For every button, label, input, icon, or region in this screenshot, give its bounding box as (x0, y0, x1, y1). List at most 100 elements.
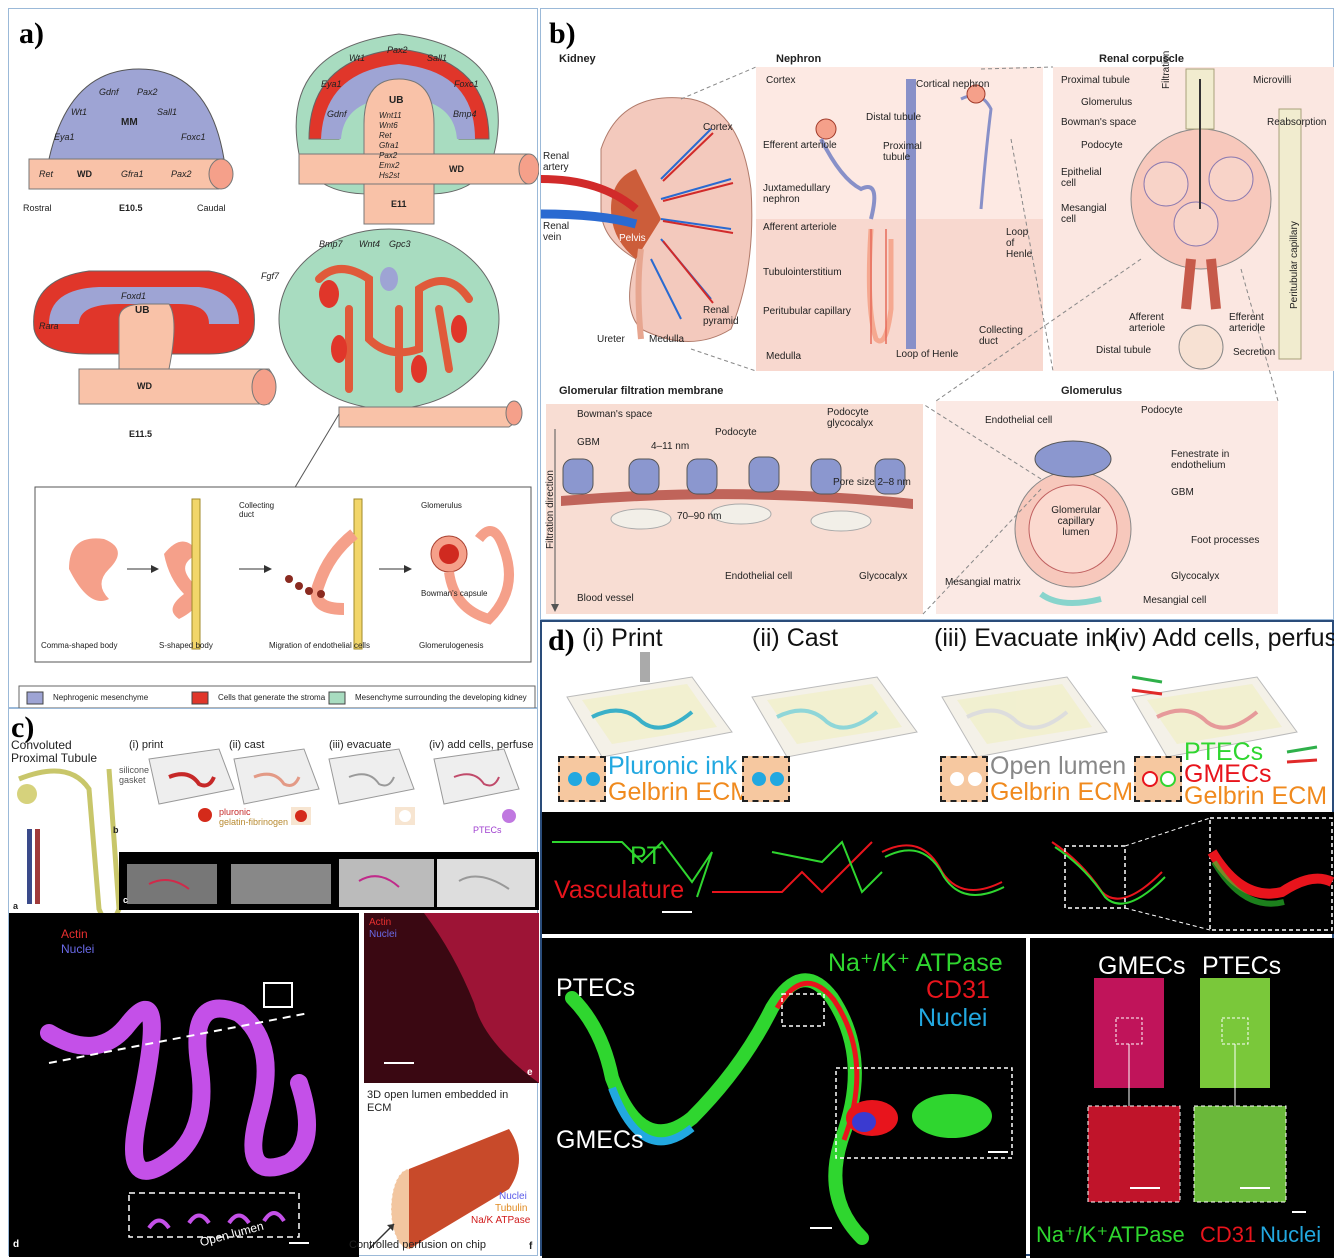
e105-gene: Pax2 (137, 87, 158, 97)
fluor-vasc: Vasculature (554, 876, 684, 905)
panel-a: a) (8, 8, 538, 708)
gfm-title: Glomerular filtration membrane (559, 385, 723, 397)
corpuscle-label: Secretion (1233, 347, 1275, 358)
corpuscle-label: Peritubular capillary (1289, 221, 1300, 309)
gasket-label: silicone gasket (119, 765, 159, 785)
e105-gene: Eya1 (54, 132, 75, 142)
perfusion-label: Controlled perfusion on chip (349, 1239, 486, 1251)
step-label: (iv) add cells, perfuse (429, 739, 534, 751)
sub-a: a (13, 901, 18, 911)
lumen3d-label: 3D open lumen embedded in ECM (367, 1089, 532, 1115)
step-label: (i) print (129, 739, 163, 751)
sub-d: d (13, 1239, 19, 1250)
gfm-label: GBM (577, 437, 600, 448)
nephron-label: Loop of Henle (896, 349, 958, 360)
inset-bowmans: Bowman's capsule (421, 589, 487, 598)
f-legend: Tubulin (495, 1203, 527, 1214)
kidney-label: Ureter (597, 334, 625, 345)
nephron-label: Medulla (766, 351, 801, 362)
pluronic-label: pluronic (219, 807, 251, 817)
gfm-label: Podocyte glycocalyx (827, 407, 883, 429)
e105-rostral: Rostral (23, 203, 52, 213)
sub-c: c (123, 895, 128, 905)
kidney-title: Kidney (559, 53, 596, 65)
step-label: (ii) cast (229, 739, 264, 751)
e105-title: E10.5 (119, 203, 143, 213)
nephron-label: Afferent arteriole (763, 222, 837, 233)
d-bottom-right (1030, 938, 1334, 1258)
inset-collecting-duct: Collecting duct (239, 501, 289, 519)
gfm-label: Pore size 2–8 nm (833, 477, 911, 488)
corpuscle-label: Mesangial cell (1061, 203, 1107, 225)
e11-gene: Sall1 (427, 53, 447, 63)
corpuscle-label: Filtration (1161, 51, 1172, 89)
cpt-label: Convoluted Proximal Tubule (11, 739, 121, 765)
branch-gene: Fgf7 (261, 271, 279, 281)
bottom-ptecs: PTECs (556, 974, 635, 1003)
inset-stage: Migration of endothelial cells (269, 641, 370, 650)
kidney-label: Pelvis (619, 233, 646, 244)
nephron-label: Tubulointerstitium (763, 267, 842, 278)
bottom-cd31: CD31 (926, 976, 990, 1005)
cells-svg (1030, 938, 1334, 1258)
glomerulus-title: Glomerulus (1061, 385, 1122, 397)
actin-label: Actin (61, 927, 88, 941)
inset-stage: Comma-shaped body (41, 641, 117, 650)
glom-label: Mesangial cell (1143, 595, 1206, 606)
e11-title: E11 (391, 199, 407, 209)
f-legend: Nuclei (499, 1191, 527, 1202)
e115-ub: UB (135, 305, 149, 316)
step-label: (iii) evacuate (329, 739, 391, 751)
legend-box-cast (742, 756, 790, 802)
inset-stage: S-shaped body (159, 641, 213, 650)
gfm-label: Bowman's space (577, 409, 652, 420)
legend-gelbrin: Gelbrin ECM (608, 778, 751, 807)
e115-foxd1: Foxd1 (121, 291, 146, 301)
corpuscle-label: Distal tubule (1096, 345, 1151, 356)
glom-label: GBM (1171, 487, 1194, 498)
e105-gene: Pax2 (171, 169, 192, 179)
sub-b: b (113, 825, 119, 835)
legend-box-lumen (940, 756, 988, 802)
e115-rara: Rara (39, 321, 59, 331)
glom-label: Glycocalyx (1171, 571, 1219, 582)
right-gmecs: GMECs (1098, 952, 1186, 981)
right-atpase: Na⁺/K⁺ATPase (1036, 1222, 1185, 1248)
sub-e: e (527, 1067, 533, 1078)
panel-d: d) (i) Print (ii) Cast (iii) Evacuate in… (540, 620, 1334, 1256)
right-cd31: CD31 (1200, 1222, 1256, 1248)
panel-b: b) (540, 8, 1334, 620)
legend-mesenchyme: Mesenchyme surrounding the developing ki… (355, 693, 527, 702)
e105-gene: Sall1 (157, 107, 177, 117)
gfm-label: Filtration direction (545, 470, 556, 549)
legend-open-lumen: Open lumen (990, 752, 1126, 781)
corpuscle-label: Glomerulus (1081, 97, 1132, 108)
bottom-nuclei: Nuclei (918, 1004, 987, 1033)
corpuscle-label: Efferent arteriole (1229, 312, 1275, 334)
gfm-label: Blood vessel (577, 593, 634, 604)
glom-label: Glomerular capillary lumen (1051, 505, 1101, 538)
corpuscle-label: Podocyte (1081, 140, 1123, 151)
corpuscle-label: Proximal tubule (1061, 75, 1130, 86)
kidney-label: Renal vein (543, 221, 579, 243)
e11-gene: Bmp4 (453, 109, 477, 119)
bottom-gmecs: GMECs (556, 1126, 644, 1155)
fluor-svg (542, 812, 1334, 934)
panel-c-cylinder (9, 709, 539, 1257)
right-nuclei: Nuclei (1260, 1222, 1321, 1248)
legend-stroma: Cells that generate the stroma (218, 693, 325, 702)
e11-gene: Foxc1 (454, 79, 479, 89)
nuclei-label: Nuclei (61, 942, 94, 956)
e11-gene: Wt1 (349, 53, 365, 63)
nephron-title: Nephron (776, 53, 821, 65)
fluor-pt: PT (630, 842, 662, 871)
e105-gene: Wt1 (71, 107, 87, 117)
e11-gene: Eya1 (321, 79, 342, 89)
d-fluor-strip (542, 812, 1334, 934)
nephron-label: Cortex (766, 75, 795, 86)
inset-stage: Glomerulogenesis (419, 641, 483, 650)
glom-label: Fenestrate in endothelium (1171, 449, 1231, 471)
gfm-label: 4–11 nm (651, 441, 689, 452)
corpuscle-label: Bowman's space (1061, 117, 1136, 128)
legend-mm: Nephrogenic mesenchyme (53, 693, 148, 702)
